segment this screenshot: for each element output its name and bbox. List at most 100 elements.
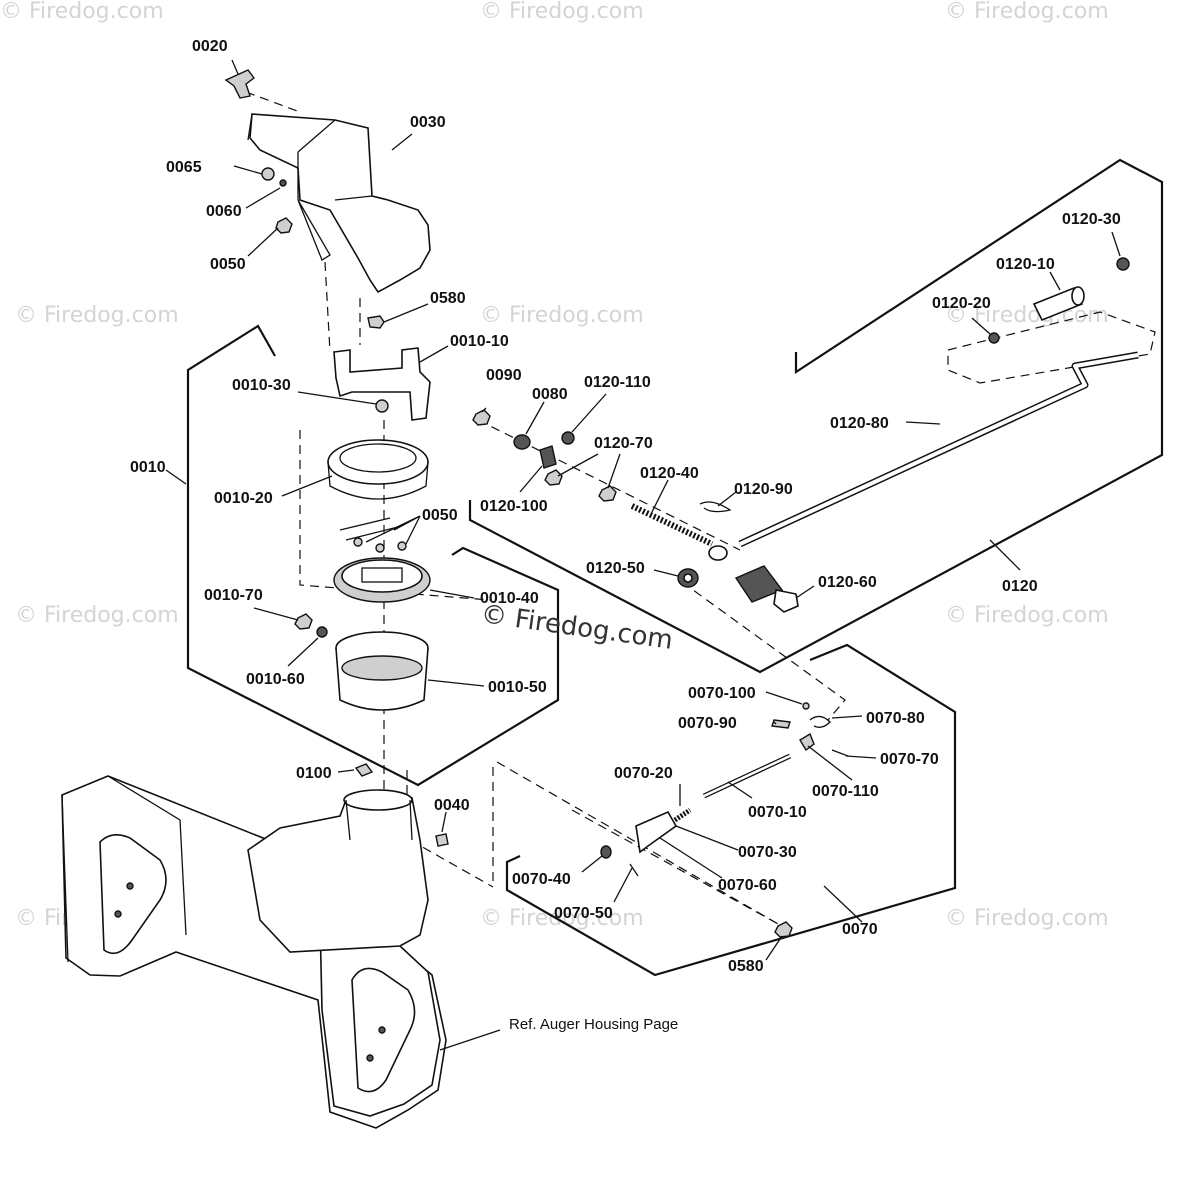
label-0090: 0090 <box>486 367 522 384</box>
label-0070-30: 0070-30 <box>738 844 797 861</box>
nut-part-0120-70a <box>544 469 563 486</box>
watermark: © Firedog.com <box>15 303 179 328</box>
spacer-part-0070-40 <box>600 845 612 859</box>
label-0050: 0050 <box>210 256 246 273</box>
label-0120-10: 0120-10 <box>996 256 1055 273</box>
label-0010-70: 0010-70 <box>204 587 263 604</box>
bracket-part-0070-110 <box>799 732 815 752</box>
bolt-part-0580 <box>367 315 385 329</box>
nut-part-0120-30 <box>1116 257 1130 271</box>
bushing-part-0120-100 <box>539 445 557 469</box>
watermark: © Firedog.com <box>480 906 644 931</box>
label-0010-50: 0010-50 <box>488 679 547 696</box>
group-box-0010 <box>186 324 560 787</box>
label-0120: 0120 <box>1002 578 1038 595</box>
dashed-axis <box>409 839 494 888</box>
part-labels: 0020 0030 0065 0060 0050 0580 0010-10 00… <box>130 38 1121 1033</box>
dashed-axis <box>324 261 331 353</box>
threaded-rod-part-0120-40 <box>630 503 728 561</box>
label-0010: 0010 <box>130 459 166 476</box>
group-box-0120 <box>468 158 1164 674</box>
label-0580: 0580 <box>728 958 764 975</box>
nut-part-0060 <box>279 179 287 187</box>
label-0070: 0070 <box>842 921 878 938</box>
washer-part-0065 <box>261 167 275 181</box>
washer-part-0120-20 <box>988 332 1000 344</box>
label-0120-110: 0120-110 <box>584 374 651 391</box>
label-0580: 0580 <box>430 290 466 307</box>
label-0070-80: 0070-80 <box>866 710 925 727</box>
pulley-part-0120-50 <box>677 568 699 588</box>
label-0100: 0100 <box>296 765 332 782</box>
label-0070-50: 0070-50 <box>554 905 613 922</box>
nut-part-0090 <box>472 409 491 426</box>
label-0070-90: 0070-90 <box>678 715 737 732</box>
nut-part-0580 <box>774 921 793 938</box>
watermark: © Firedog.com <box>0 0 164 24</box>
label-0120-40: 0120-40 <box>640 465 699 482</box>
clip-part-0120-90 <box>699 501 732 513</box>
bolts-part-0050 <box>339 517 407 553</box>
spring-part-0070-20 <box>670 807 692 825</box>
crank-rod-part-0120-80 <box>738 351 1139 548</box>
dashed-axis <box>681 581 846 721</box>
pin-part-0070-70 <box>831 749 849 757</box>
auger-housing-reference <box>61 775 447 1129</box>
label-0010-20: 0010-20 <box>214 490 273 507</box>
knob-part-0020 <box>224 69 255 99</box>
label-0120-50: 0120-50 <box>586 560 645 577</box>
label-0120-60: 0120-60 <box>818 574 877 591</box>
label-0020: 0020 <box>192 38 228 55</box>
label-0010-10: 0010-10 <box>450 333 509 350</box>
watermark: © Firedog.com <box>945 603 1109 628</box>
ring-part-0010-20 <box>327 439 429 500</box>
dashed-subassembly-0010 <box>299 430 491 601</box>
group-box-0070 <box>505 643 957 977</box>
bolt-part-0010-30 <box>375 399 389 413</box>
chute-deflector-part-0030 <box>247 113 431 294</box>
sleeve-part-0120-10 <box>1032 286 1085 322</box>
label-0010-60: 0010-60 <box>246 671 305 688</box>
washer-part-0010-60 <box>316 626 328 638</box>
label-0010-40: 0010-40 <box>480 590 539 607</box>
label-0065: 0065 <box>166 159 202 176</box>
dashed-guide <box>571 809 781 926</box>
dashed-axis <box>245 91 301 113</box>
watermark: © Firedog.com <box>945 906 1109 931</box>
bracket-part-0010-10 <box>333 347 431 421</box>
watermark: © Firedog.com <box>480 0 644 24</box>
pin-part-0070-50 <box>629 863 639 877</box>
nut-part-0120-70b <box>598 485 617 502</box>
label-0070-10: 0070-10 <box>748 804 807 821</box>
label-0070-60: 0070-60 <box>718 877 777 894</box>
washer-part-0080 <box>513 434 531 450</box>
crank-grip-part-0120-60 <box>734 565 799 613</box>
watermark: © Firedog.com <box>945 303 1109 328</box>
label-0040: 0040 <box>434 797 470 814</box>
clip-part-0070-80 <box>809 715 831 728</box>
washer-part-0120-110 <box>561 431 575 445</box>
label-0120-90: 0120-90 <box>734 481 793 498</box>
label-0030: 0030 <box>410 114 446 131</box>
plate-part-0010-40 <box>333 557 431 603</box>
spring-part-0070-90 <box>771 719 791 729</box>
dashed-guide <box>496 761 781 926</box>
watermark-group: © Firedog.com © Firedog.com © Firedog.co… <box>0 0 1109 931</box>
label-0050: 0050 <box>422 507 458 524</box>
label-0060: 0060 <box>206 203 242 220</box>
watermark-main: © Firedog.com <box>479 599 675 656</box>
lever-part-0070-30 <box>635 810 678 854</box>
label-0070-70: 0070-70 <box>880 751 939 768</box>
bolt-part-0040 <box>435 833 449 847</box>
nut-part-0010-70 <box>294 613 313 630</box>
label-0070-40: 0070-40 <box>512 871 571 888</box>
nut-part-0050 <box>275 217 293 234</box>
label-0070-100: 0070-100 <box>688 685 756 702</box>
bolt-part-0100 <box>354 763 374 777</box>
linkage-rod-part-0070-10 <box>702 753 792 799</box>
label-0070-20: 0070-20 <box>614 765 673 782</box>
watermark: © Firedog.com <box>15 603 179 628</box>
label-0120-30: 0120-30 <box>1062 211 1121 228</box>
